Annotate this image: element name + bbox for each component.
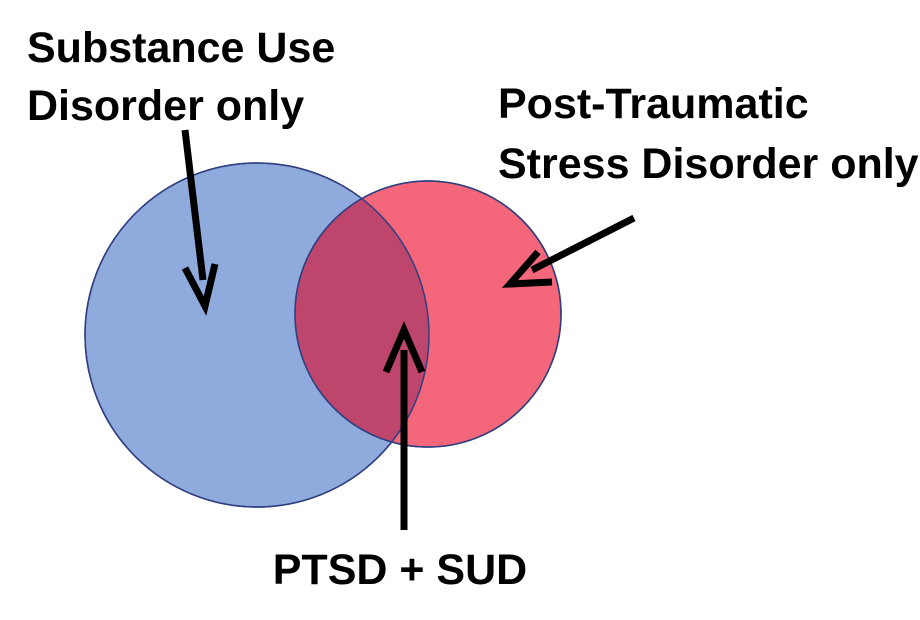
sud-arrow [181, 129, 219, 316]
ptsd-arrow [501, 214, 636, 288]
sud-label: Substance Use Disorder only [27, 24, 347, 130]
sud-label-line-2: Disorder only [27, 82, 304, 130]
ptsd-label-line-1: Post-Traumatic [498, 80, 809, 128]
ptsd-circle-outline [294, 180, 562, 448]
ptsd-label: Post-Traumatic Stress Disorder only [498, 80, 919, 188]
overlap-arrow [382, 321, 426, 530]
sud-label-line-1: Substance Use [27, 24, 335, 72]
overlap-label: PTSD + SUD [273, 546, 527, 594]
ptsd-label-line-2: Stress Disorder only [498, 140, 919, 188]
sud-circle-outline [84, 162, 430, 508]
